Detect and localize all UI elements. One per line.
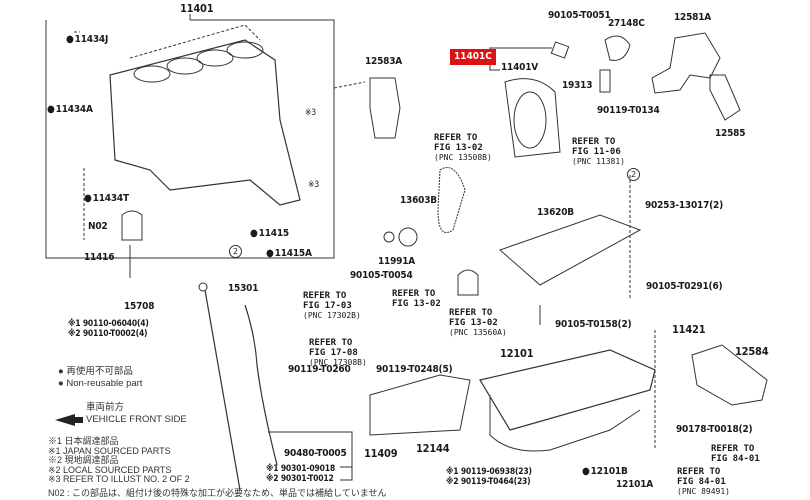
vehicle-front-arrow bbox=[55, 414, 83, 426]
part-label-11415[interactable]: 11415 bbox=[250, 228, 290, 239]
part-label-11434a[interactable]: 11434A bbox=[47, 104, 93, 115]
seal-retainer-shape bbox=[504, 78, 561, 158]
part-label-90119-t0464[interactable]: ※2 90119-T0464(23) bbox=[446, 477, 531, 487]
dipstick-shape bbox=[204, 289, 241, 491]
legend-note: ※2 現地調達部品 bbox=[48, 455, 119, 466]
cylinder-bore bbox=[226, 41, 264, 59]
part-label-11409[interactable]: 11409 bbox=[364, 447, 398, 460]
part-label-12581a[interactable]: 12581A bbox=[674, 12, 712, 23]
part-label-12101a[interactable]: 12101A bbox=[616, 479, 654, 490]
part-label-11401[interactable]: 11401 bbox=[180, 2, 214, 15]
part-label-90119-t0248[interactable]: 90119-T0248(5) bbox=[376, 364, 453, 375]
part-label-90253-13017[interactable]: 90253-13017(2) bbox=[645, 200, 724, 211]
part-label-11416[interactable]: 11416 bbox=[84, 252, 115, 263]
part-label-90301-t0012[interactable]: ※2 90301-T0012 bbox=[266, 474, 334, 484]
cylinder-bore bbox=[196, 49, 234, 67]
legend-notes: ※1 日本調達部品 ※1 JAPAN SOURCED PARTS ※2 現地調達… bbox=[48, 436, 190, 485]
part-label-13620b[interactable]: 13620B bbox=[537, 207, 574, 218]
legend-front-jp: 車両前方 bbox=[86, 402, 125, 413]
part-label-90480-t0005[interactable]: 90480-T0005 bbox=[284, 448, 347, 459]
part-label-90119-t0134[interactable]: 90119-T0134 bbox=[597, 105, 660, 116]
sprocket-shape bbox=[398, 227, 418, 247]
part-label-12101[interactable]: 12101 bbox=[500, 347, 534, 360]
balancer-13620b-shape bbox=[499, 214, 642, 286]
legend-nonreusable: ● 再使用不可部品 ● Non-reusable part bbox=[58, 366, 142, 389]
note-3-marker: ※3 bbox=[308, 180, 319, 190]
part-label-12585[interactable]: 12585 bbox=[715, 128, 746, 139]
engine-block-shape bbox=[109, 39, 301, 206]
note-3-marker: ※3 bbox=[305, 108, 316, 118]
bracket-12583a-shape bbox=[369, 77, 401, 139]
legend-nonreusable-jp: 再使用不可部品 bbox=[66, 366, 133, 377]
part-label-11401v[interactable]: 11401V bbox=[501, 62, 539, 73]
circle-ref-2: 2 bbox=[229, 245, 242, 258]
part-label-90119-t0260[interactable]: 90119-T0260 bbox=[288, 364, 351, 375]
part-label-19313[interactable]: 19313 bbox=[562, 80, 593, 91]
legend-n02-note: N02 : この部品は、組付け後の特殊な加工が必要なため、単品では補給していませ… bbox=[48, 488, 387, 498]
part-label-11415a[interactable]: 11415A bbox=[266, 248, 312, 259]
part-label-27148c[interactable]: 27148C bbox=[608, 18, 645, 29]
timing-chain-shape bbox=[437, 167, 466, 233]
part-label-12144[interactable]: 12144 bbox=[416, 442, 450, 455]
circle-ref-2: 2 bbox=[627, 168, 640, 181]
part-label-n02[interactable]: N02 bbox=[88, 221, 108, 232]
legend-front-en: VEHICLE FRONT SIDE bbox=[86, 413, 187, 425]
part-label-90178-t0018[interactable]: 90178-T0018(2) bbox=[676, 424, 753, 435]
cover-12584-shape bbox=[691, 344, 768, 406]
oil-pan-shape bbox=[479, 349, 656, 431]
part-label-15708[interactable]: 15708 bbox=[124, 301, 155, 312]
part-label-12101b[interactable]: 12101B bbox=[582, 466, 628, 477]
part-label-90119-06938[interactable]: ※1 90119-06938(23) bbox=[446, 467, 532, 477]
bullet-icon: ● bbox=[58, 366, 64, 377]
part-label-12584[interactable]: 12584 bbox=[735, 345, 769, 358]
baffle-12144-shape bbox=[369, 374, 471, 436]
part-label-11434j[interactable]: 11434J bbox=[66, 34, 109, 45]
part-label-90105-t0051[interactable]: 90105-T0051 bbox=[548, 10, 611, 21]
part-label-11434t[interactable]: 11434T bbox=[84, 193, 129, 204]
leader-11409 bbox=[268, 431, 353, 481]
part-label-12583a[interactable]: 12583A bbox=[365, 56, 403, 67]
legend-note: ※1 日本調達部品 bbox=[48, 436, 119, 446]
part-label-90110-06040[interactable]: ※1 90110-06040(4) bbox=[68, 319, 149, 329]
part-label-15301[interactable]: 15301 bbox=[228, 283, 259, 294]
legend-note: ※2 LOCAL SOURCED PARTS bbox=[48, 464, 172, 475]
part-label-11421[interactable]: 11421 bbox=[672, 323, 706, 336]
legend-nonreusable-en: Non-reusable part bbox=[66, 377, 143, 389]
cylinder-bore bbox=[133, 65, 171, 83]
legend-note: ※1 JAPAN SOURCED PARTS bbox=[48, 445, 171, 456]
legend-vehicle-front: 車両前方 VEHICLE FRONT SIDE bbox=[86, 402, 187, 425]
legend-note: ※3 REFER TO ILLUST NO. 2 OF 2 bbox=[48, 474, 190, 485]
bullet-icon: ● bbox=[58, 377, 64, 389]
bearing-cap-shape bbox=[121, 210, 143, 241]
part-label-90105-t0054[interactable]: 90105-T0054 bbox=[350, 270, 413, 281]
part-label-90105-t0291[interactable]: 90105-T0291(6) bbox=[646, 281, 723, 292]
part-label-11991a[interactable]: 11991A bbox=[378, 256, 416, 267]
cover-12581a-shape bbox=[651, 32, 721, 94]
block-frame bbox=[45, 14, 335, 259]
part-label-13603b[interactable]: 13603B bbox=[400, 195, 437, 206]
cylinder-bore bbox=[166, 57, 204, 75]
dipstick-guide-shape bbox=[244, 304, 278, 466]
part-label-90110-t0002[interactable]: ※2 90110-T0002(4) bbox=[68, 329, 148, 339]
part-label-90301-09018[interactable]: ※1 90301-09018 bbox=[266, 464, 335, 474]
highlighted-part-11401c[interactable]: 11401C bbox=[450, 49, 496, 65]
part-label-90105-t0158[interactable]: 90105-T0158(2) bbox=[555, 319, 632, 330]
